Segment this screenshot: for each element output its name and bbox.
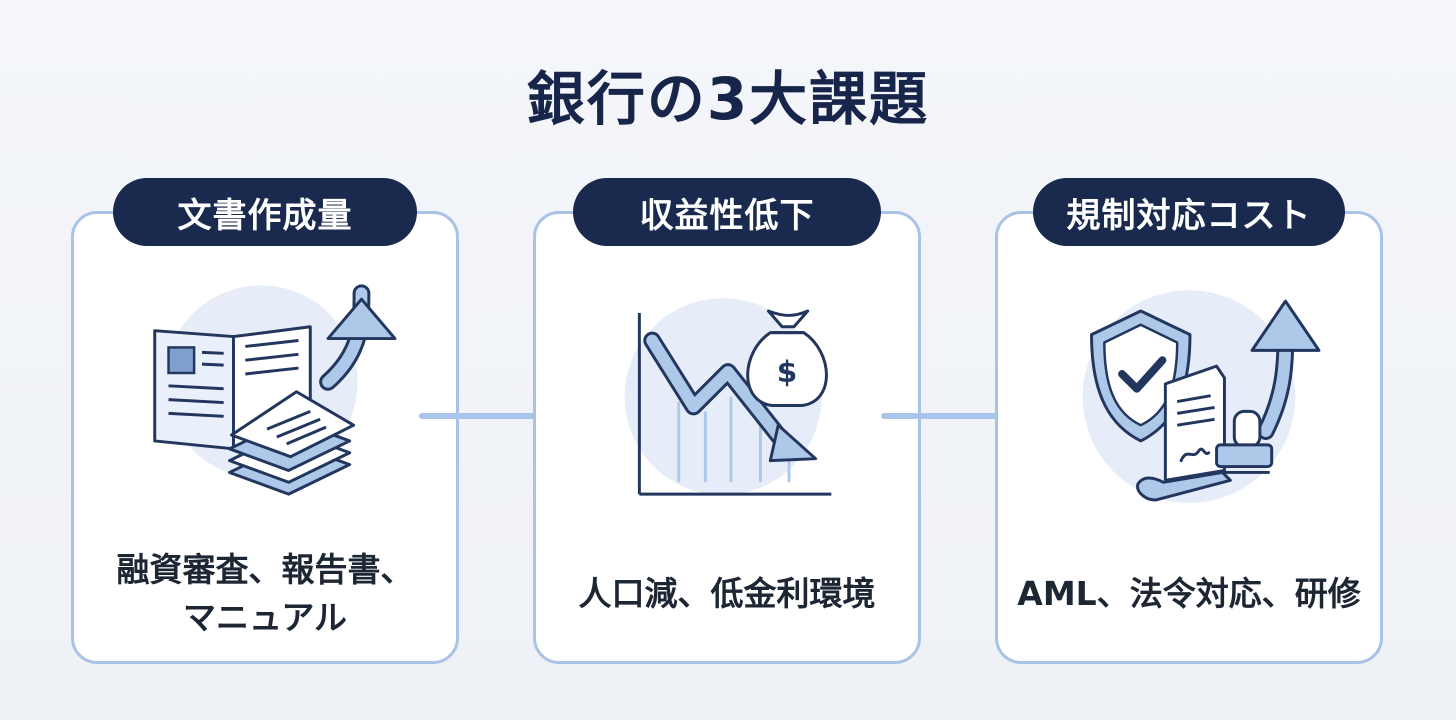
card-label-regulatory-cost: 規制対応コスト bbox=[1033, 178, 1345, 246]
card-description-line: 人口減、低金利環境 bbox=[578, 574, 876, 613]
card-document-volume: 融資審査、報告書、 マニュアル bbox=[71, 211, 459, 664]
card-regulatory-cost: AML、法令対応、研修 bbox=[995, 211, 1383, 664]
card-description-line: 融資審査、報告書、 bbox=[116, 550, 414, 589]
card-description-line: AML、法令対応、研修 bbox=[1017, 574, 1361, 613]
page-title: 銀行の3大課題 bbox=[526, 65, 930, 133]
card-description-line: マニュアル bbox=[182, 598, 347, 637]
declining-chart-money-bag-icon: $ bbox=[624, 298, 832, 496]
card-label-profitability: 収益性低下 bbox=[573, 178, 881, 246]
svg-text:$: $ bbox=[777, 355, 798, 389]
card-profitability: $ 人口減、低金利環境 bbox=[533, 211, 921, 664]
document-stack-up-arrow-icon bbox=[153, 284, 397, 496]
shield-certificate-up-arrow-icon bbox=[1082, 290, 1321, 503]
card-label-document-volume: 文書作成量 bbox=[113, 178, 417, 246]
